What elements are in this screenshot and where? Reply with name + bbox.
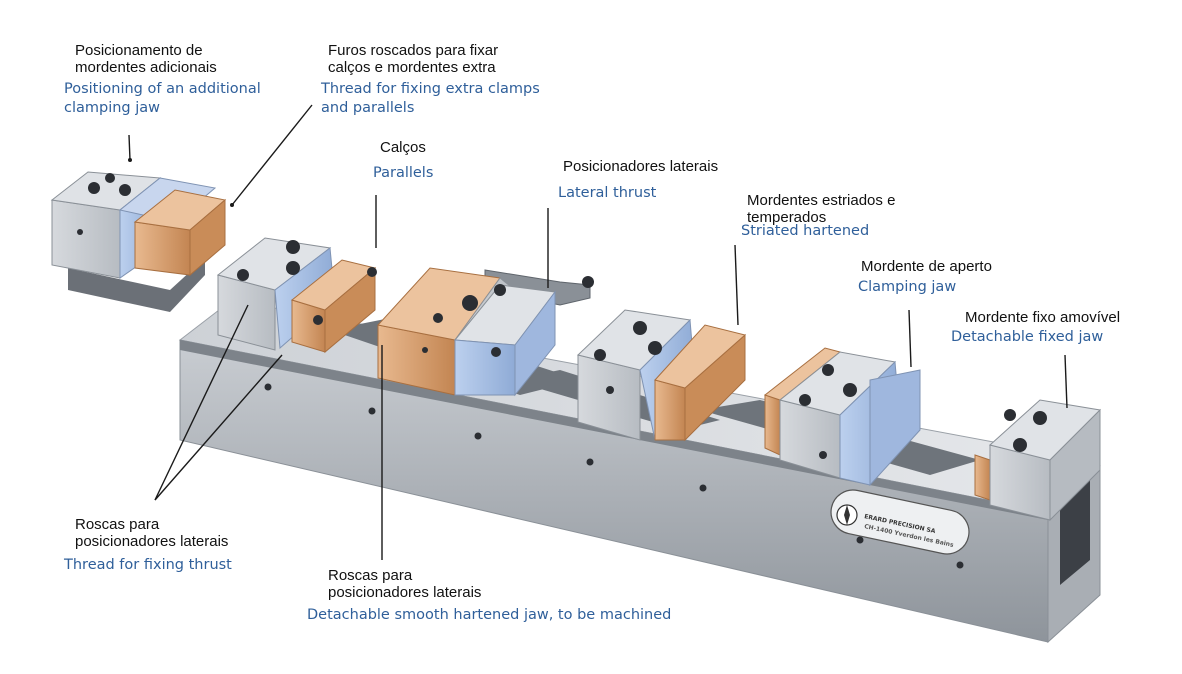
label-smooth-jaw-en: Detachable smooth hartened jaw, to be ma… bbox=[307, 607, 672, 623]
label-clamping-en: Clamping jaw bbox=[858, 279, 957, 295]
label-additional-jaw-en: Positioning of an additional clamping ja… bbox=[64, 81, 261, 116]
label-additional-jaw-pt: Posicionamento de mordentes adicionais bbox=[75, 42, 217, 76]
label-striated-en: Striated hartened bbox=[741, 223, 870, 239]
label-thread-thrust-pt: Roscas para posicionadores laterais bbox=[75, 516, 229, 550]
label-parallels-pt: Calços bbox=[380, 139, 426, 156]
label-threads-fixing-pt: Furos roscados para fixar calços e morde… bbox=[328, 42, 499, 76]
jaw-4-illustration bbox=[763, 347, 921, 487]
label-fixed-jaw-pt: Mordente fixo amovível bbox=[965, 309, 1121, 326]
label-striated-pt: Mordentes estriados e temperados bbox=[747, 192, 896, 226]
label-lateral-thrust-en: Lateral thrust bbox=[558, 185, 657, 201]
label-threads-fixing-en: Thread for fixing extra clamps and paral… bbox=[321, 81, 540, 116]
jaw-2-illustration bbox=[377, 267, 594, 397]
label-lateral-thrust-pt: Posicionadores laterais bbox=[563, 158, 719, 175]
label-clamping-pt: Mordente de aperto bbox=[861, 258, 992, 275]
rail-threaded-holes bbox=[264, 383, 964, 569]
fixed-jaw-illustration bbox=[974, 399, 1102, 522]
jaw-1-illustration bbox=[216, 237, 377, 354]
label-smooth-jaw-pt: Roscas para posicionadores laterais bbox=[328, 567, 482, 601]
leader-endpoints bbox=[128, 158, 234, 207]
label-parallels-en: Parallels bbox=[373, 165, 434, 181]
leader-lines bbox=[128, 104, 1068, 560]
jaw-3-illustration bbox=[576, 309, 747, 442]
additional-jaw-illustration bbox=[50, 171, 227, 312]
label-thread-thrust-en: Thread for fixing thrust bbox=[64, 557, 232, 573]
label-fixed-jaw-en: Detachable fixed jaw bbox=[951, 329, 1104, 345]
